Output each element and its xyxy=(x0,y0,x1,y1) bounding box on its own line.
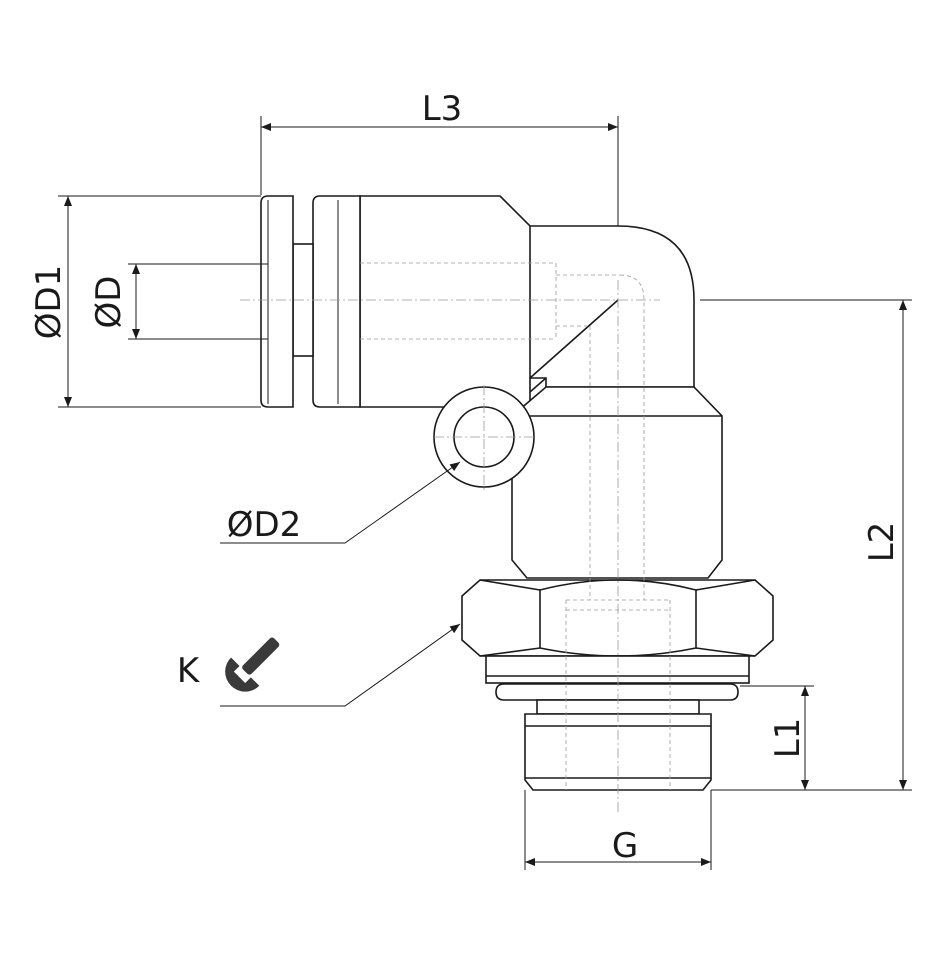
dimension-d: ØD xyxy=(89,263,268,340)
hex-edge-c xyxy=(479,647,541,657)
dimension-d1: ØD1 xyxy=(29,195,261,408)
fitting-body xyxy=(260,195,774,791)
hex-edge-a xyxy=(479,579,541,591)
dimension-k: K xyxy=(177,623,461,707)
wrench-icon xyxy=(225,637,280,692)
hidden-lines xyxy=(360,262,671,790)
label-d1: ØD1 xyxy=(29,265,69,340)
label-g: G xyxy=(612,826,638,866)
hex-edge-d xyxy=(695,647,756,657)
label-l2: L2 xyxy=(862,522,902,563)
seal-ring xyxy=(495,683,739,701)
dimension-l3: L3 xyxy=(260,89,619,226)
collar xyxy=(485,655,750,684)
hex-edge-b xyxy=(695,579,756,591)
label-l3: L3 xyxy=(422,89,463,129)
dimension-g: G xyxy=(524,790,712,870)
collet-face xyxy=(260,195,294,408)
label-d: ØD xyxy=(89,276,129,329)
arm-chamfer xyxy=(529,377,547,393)
dimension-l2: L2 xyxy=(700,299,912,791)
collet-ring xyxy=(312,195,361,408)
dimension-d2: ØD2 xyxy=(220,461,461,545)
hex-nut xyxy=(461,579,774,657)
label-k: K xyxy=(177,651,201,691)
label-d2: ØD2 xyxy=(227,505,302,545)
dimension-l1: L1 xyxy=(740,685,814,790)
label-l1: L1 xyxy=(768,718,808,759)
elbow-inner-diagonal xyxy=(529,299,619,379)
